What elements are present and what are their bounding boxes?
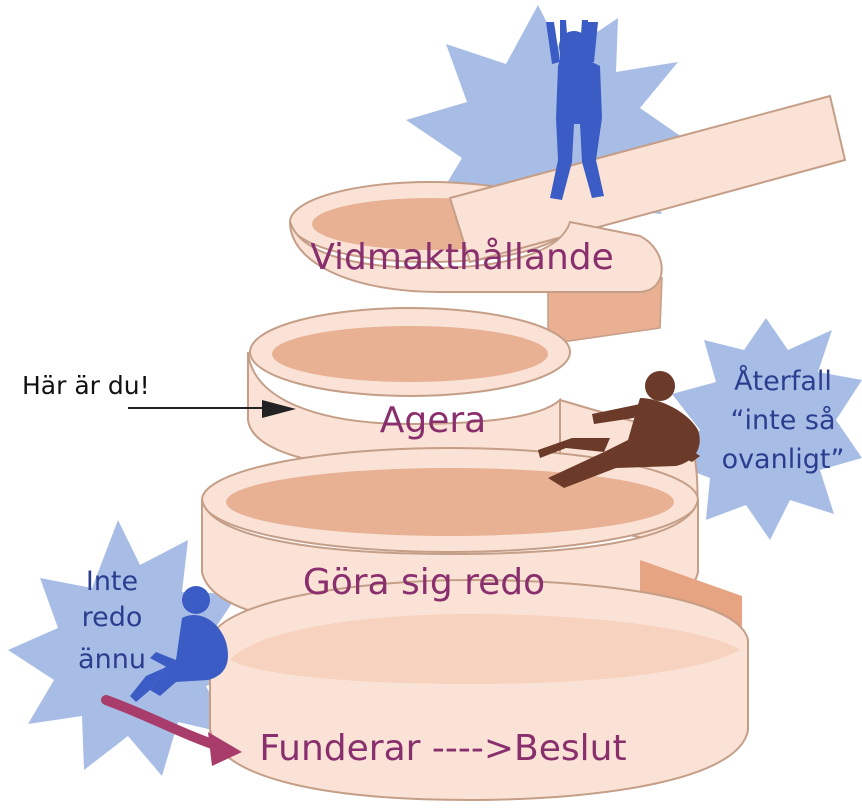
not-ready-label-line-3: ännu bbox=[78, 644, 146, 675]
sitting-person-icon bbox=[130, 586, 228, 702]
maintenance-band bbox=[289, 220, 663, 293]
stage-label-action: Agera bbox=[380, 400, 487, 441]
not-ready-label-line-2: redo bbox=[82, 602, 143, 633]
falling-person-icon bbox=[538, 371, 700, 488]
curved-progress-arrowhead bbox=[208, 732, 242, 766]
relapse-label-line-1: Återfall bbox=[734, 365, 832, 397]
not-ready-starburst-icon bbox=[8, 520, 256, 776]
top-ramp bbox=[448, 94, 847, 264]
relapse-label-line-2: “inte så bbox=[731, 405, 836, 436]
you-are-here-label: Här är du! bbox=[22, 371, 150, 400]
stage-label-maintenance: Vidmakthållande bbox=[310, 237, 614, 278]
relapse-label-line-3: ovanligt” bbox=[722, 444, 845, 475]
not-ready-label-line-1: Inte bbox=[86, 566, 138, 597]
relapse-starburst-icon bbox=[668, 318, 862, 540]
you-are-here-arrowhead bbox=[262, 400, 296, 418]
stage-label-preparation: Göra sig redo bbox=[303, 562, 545, 603]
action-band bbox=[247, 351, 561, 472]
action-loop-inner bbox=[272, 326, 548, 382]
cheering-person-icon bbox=[546, 20, 604, 200]
stage-label-contemplation: Funderar ---->Beslut bbox=[259, 728, 626, 769]
contemplation-band-top bbox=[230, 614, 740, 684]
preparation-loop-inner bbox=[226, 468, 674, 536]
